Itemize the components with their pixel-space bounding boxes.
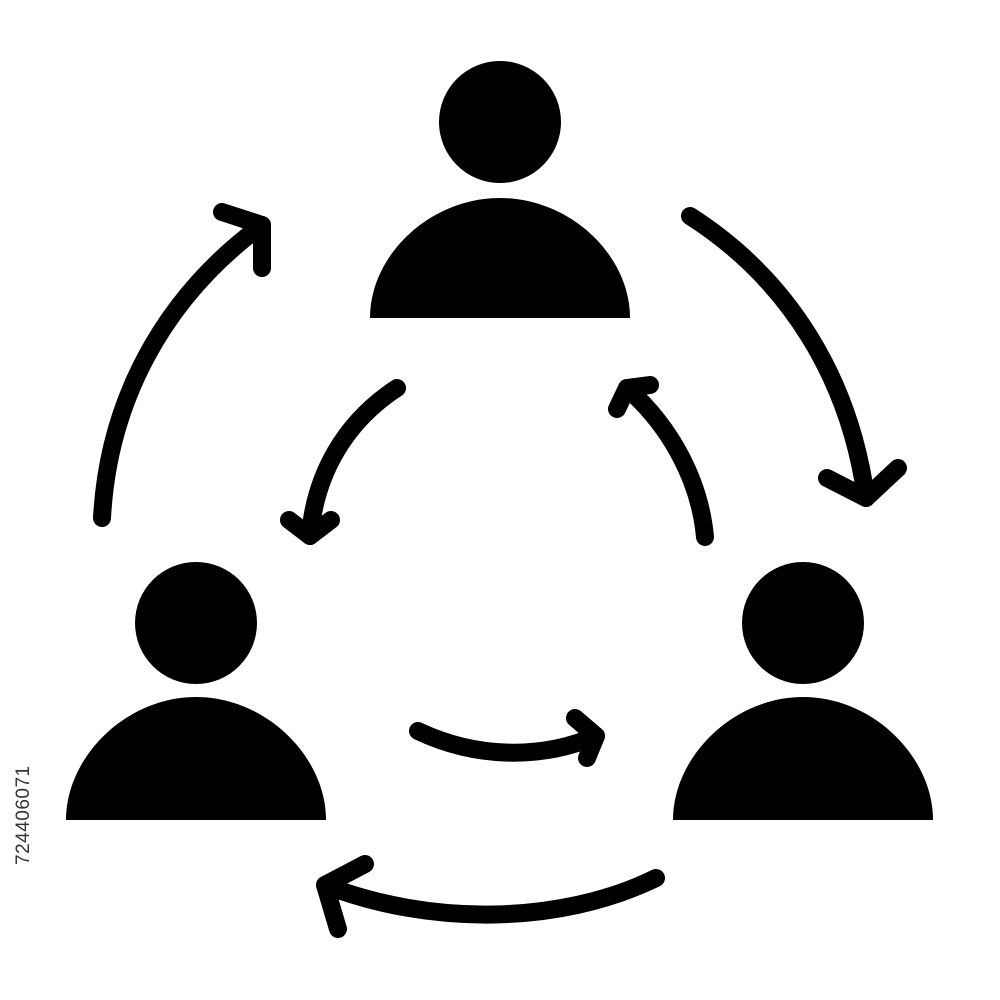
inner-arrow-left-to-right-icon (409, 709, 605, 767)
outer-arrow-top-to-right-icon (681, 207, 907, 507)
inner-arrow-right-to-top-icon (608, 376, 714, 546)
outer-arrow-left-to-top-icon (93, 203, 271, 527)
person-left-icon (66, 562, 326, 820)
person-right-icon (673, 562, 933, 820)
outer-arrow-right-to-left-icon (316, 855, 665, 938)
inner-arrow-top-to-left-icon (280, 379, 406, 545)
person-top-icon (370, 61, 630, 318)
